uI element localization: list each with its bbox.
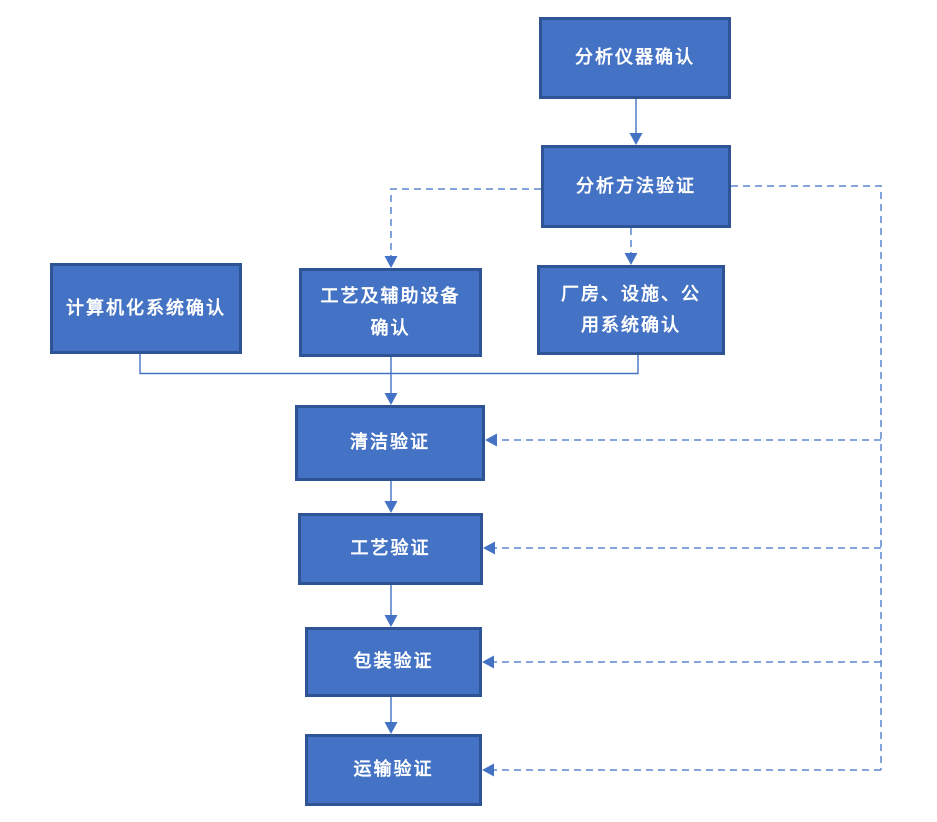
edge-merge-confirmations (139, 354, 639, 375)
node-process-auxiliary-equipment-confirmation: 工艺及辅助设备 确认 (299, 268, 482, 357)
arrowhead-left-icon (482, 763, 494, 777)
arrowhead-down-icon (384, 256, 398, 268)
node-computerized-system-confirmation: 计算机化系统确认 (50, 263, 242, 354)
arrowhead-down-icon (384, 501, 398, 513)
node-label: 厂房、设施、公 用系统确认 (561, 283, 701, 337)
node-transport-validation: 运输验证 (305, 734, 482, 806)
node-label: 工艺验证 (350, 538, 431, 560)
node-label: 分析方法验证 (576, 175, 696, 197)
node-label: 工艺及辅助设备 确认 (320, 286, 461, 339)
arrowhead-down-icon (384, 393, 398, 405)
edge-method-to-equipment-dashed (390, 188, 541, 257)
node-label: 分析仪器确认 (575, 47, 695, 69)
node-analysis-method-validation: 分析方法验证 (541, 145, 731, 228)
edge-method-right-trunk-dashed (731, 185, 882, 770)
arrowhead-left-icon (482, 655, 494, 669)
node-analysis-instrument-confirmation: 分析仪器确认 (539, 17, 731, 99)
arrowhead-down-icon (384, 615, 398, 627)
node-label: 运输验证 (353, 759, 434, 781)
arrowhead-left-icon (485, 433, 497, 447)
node-cleaning-validation: 清洁验证 (295, 405, 485, 481)
arrowhead-down-icon (629, 133, 643, 145)
node-label: 清洁验证 (350, 432, 430, 454)
node-packaging-validation: 包装验证 (305, 627, 482, 697)
node-label: 计算机化系统确认 (66, 297, 226, 319)
node-plant-facility-utility-system-confirmation: 厂房、设施、公 用系统确认 (537, 265, 725, 355)
node-label: 包装验证 (353, 651, 434, 673)
arrowhead-down-icon (624, 253, 638, 265)
node-process-validation: 工艺验证 (298, 513, 483, 585)
arrowhead-down-icon (384, 722, 398, 734)
arrowhead-left-icon (483, 541, 495, 555)
